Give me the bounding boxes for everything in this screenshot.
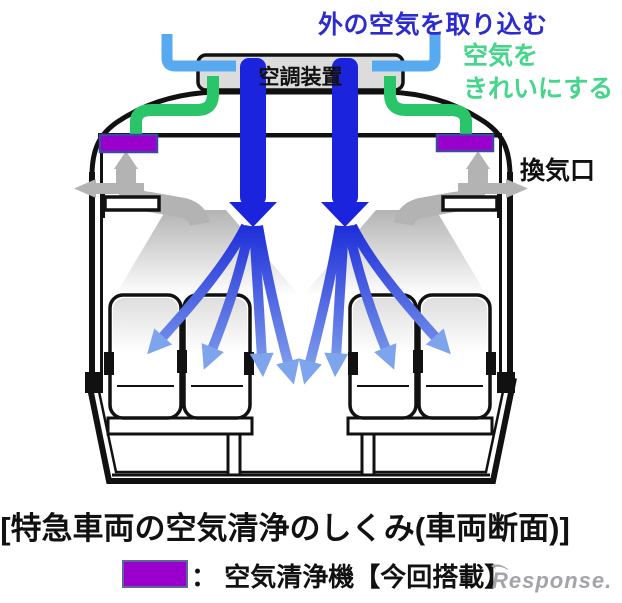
legend-swatch-air-purifier — [122, 560, 188, 588]
vent-port-label: 換気口 — [520, 157, 596, 185]
seat-bench-leg-right — [360, 432, 376, 477]
car-wall-right-outer — [507, 172, 513, 376]
seat-bench-left — [106, 416, 254, 436]
supply-air-arrow-right — [321, 58, 369, 227]
legend-label: ： 空気清浄機【今回搭載】 — [191, 562, 511, 592]
clean-air-label-line1: 空気を — [463, 42, 539, 70]
car-roof-outline — [89, 89, 513, 177]
ac-unit-label: 空調装置 — [258, 66, 343, 89]
car-wall-left-outer — [89, 172, 95, 376]
airflow-ribbon — [298, 225, 345, 385]
clean-air-pipe-right — [384, 76, 472, 137]
vent-exhaust-arrow-right — [458, 179, 528, 198]
exhaust-duct-right — [394, 166, 488, 227]
ceiling-line — [98, 133, 502, 138]
luggage-rack-post-right — [497, 188, 502, 218]
air-purifier-unit-left — [98, 133, 159, 154]
luggage-rack-right — [441, 195, 499, 212]
airflow-ribbon — [343, 224, 397, 370]
airflow-ribbon — [324, 225, 349, 378]
car-wall-left-inner — [100, 140, 103, 374]
up-arrow-into-purifier-left-icon — [114, 151, 138, 169]
supply-air-arrow-left — [229, 58, 277, 227]
airflow-ribbon — [201, 224, 255, 370]
luggage-rack-left — [103, 195, 161, 212]
luggage-rack-post-left — [100, 188, 105, 218]
outside-air-intake-label: 外の空気を取り込む — [318, 11, 548, 39]
watermark-logo: Response. — [492, 568, 613, 593]
car-wall-right-inner — [499, 140, 502, 374]
airflow-ribbon — [147, 223, 251, 355]
outside-air-pipe-left — [161, 34, 236, 72]
clean-air-pipe-left — [130, 76, 219, 137]
diagram-caption: [特急車両の空気清浄のしくみ(車両断面)] — [0, 511, 570, 546]
up-arrow-into-purifier-right-icon — [466, 151, 490, 169]
airflow-ribbon — [347, 223, 451, 355]
seat-bench-right — [346, 416, 494, 436]
car-underbody-outline — [85, 377, 517, 484]
outside-air-pipe-right — [372, 34, 441, 72]
airflow-ribbon — [253, 225, 300, 385]
air-purifier-unit-right — [435, 133, 495, 153]
clean-air-label-line2: きれいにする — [463, 75, 614, 103]
airflow-ribbon — [249, 225, 274, 378]
airflow-ribbons — [147, 223, 451, 385]
seat-bench-leg-left — [226, 432, 242, 477]
watermark-arrow-icon — [491, 563, 508, 570]
clean-air-label: 空気を きれいにする — [463, 40, 613, 106]
vent-exhaust-arrow-left — [74, 179, 144, 198]
suction-funnel-right — [304, 210, 486, 294]
